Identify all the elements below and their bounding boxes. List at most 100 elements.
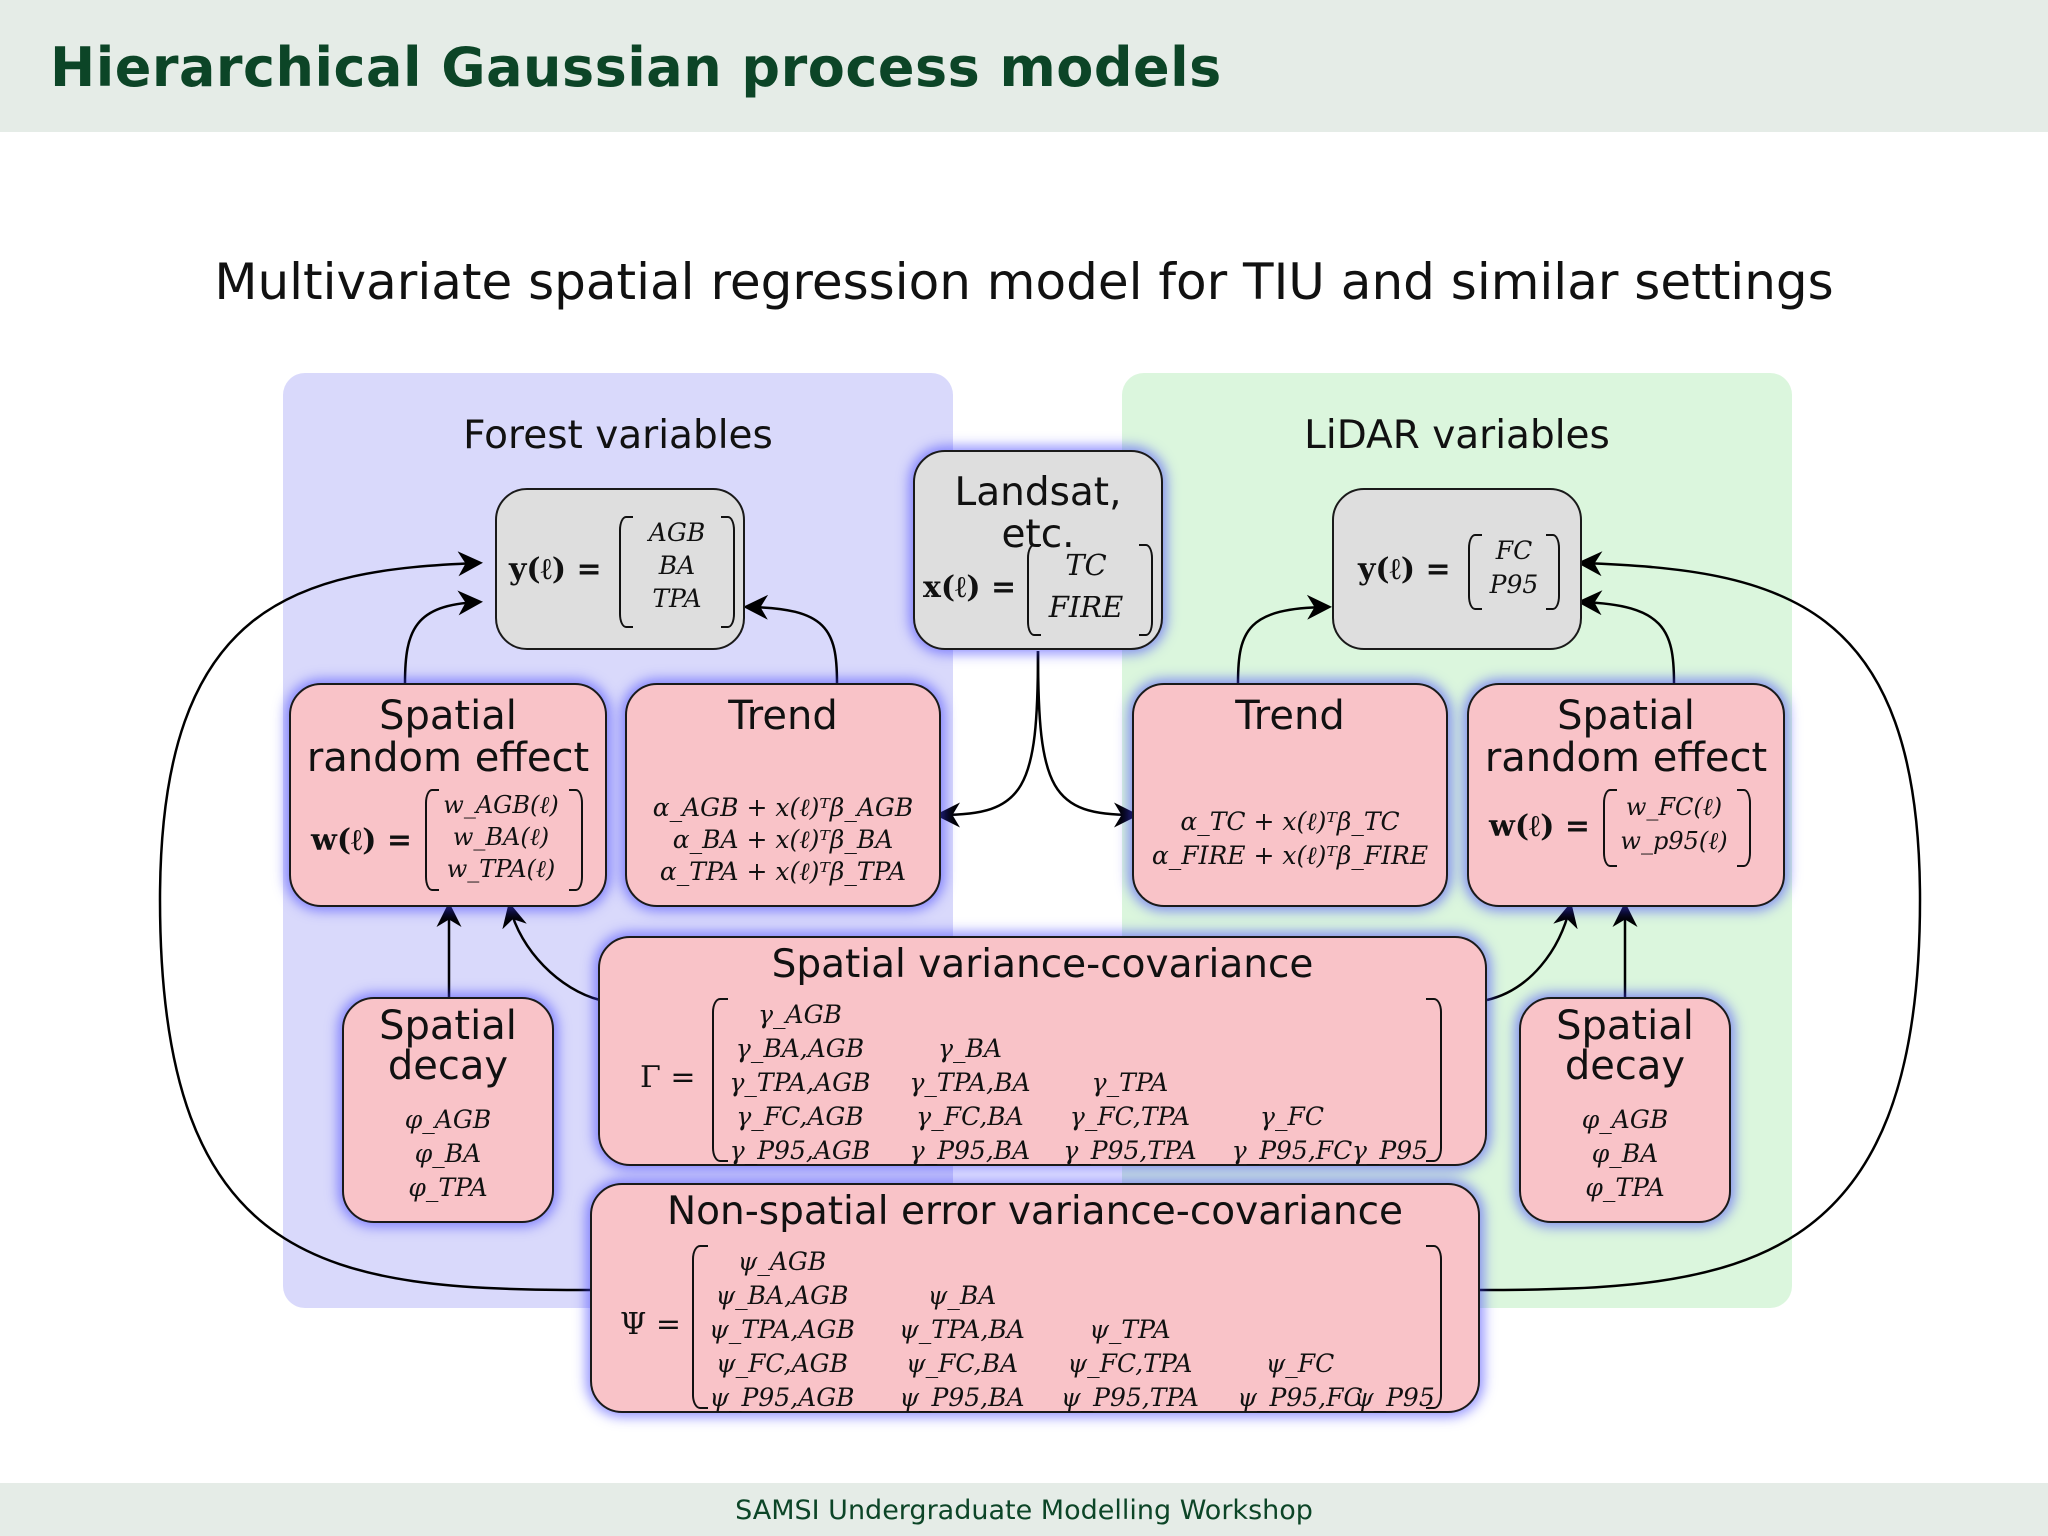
left-paren bbox=[425, 789, 439, 891]
left-paren bbox=[1027, 544, 1041, 636]
right-paren bbox=[1426, 1245, 1442, 1409]
lidar-sre-entry: w_FC(ℓ) bbox=[1625, 793, 1723, 821]
arrow-landsat-to-lidar-trend bbox=[1036, 650, 1139, 828]
forest-response-box: y(ℓ) = AGB BA TPA bbox=[495, 488, 745, 650]
psi-cell: ψ_BA,AGB bbox=[715, 1281, 849, 1310]
arrow-landsat-to-forest-trend bbox=[935, 650, 1040, 828]
psi-cell: ψ_FC,BA bbox=[905, 1349, 1019, 1378]
forest-decay-param: φ_TPA bbox=[408, 1173, 488, 1202]
lidar-response-box: y(ℓ) = FC P95 bbox=[1332, 488, 1582, 650]
forest-trend-line: α_AGB + x(ℓ)ᵀβ_AGB bbox=[652, 793, 914, 822]
lidar-decay-title-line2: decay bbox=[1564, 1043, 1686, 1089]
forest-spatial-decay-box: Spatial decay φ_AGB φ_BA φ_TPA bbox=[342, 997, 554, 1223]
gamma-cell: γ_P95 bbox=[1351, 1136, 1429, 1165]
forest-decay-param: φ_BA bbox=[414, 1139, 482, 1168]
left-paren bbox=[619, 516, 633, 628]
psi-cell: ψ_AGB bbox=[737, 1247, 827, 1276]
forest-decay-param: φ_AGB bbox=[404, 1105, 492, 1134]
arrow-psi-to-forest-y bbox=[158, 551, 591, 1292]
gamma-cell: γ_P95,FC bbox=[1231, 1136, 1353, 1165]
psi-cell: ψ_P95,BA bbox=[899, 1383, 1025, 1412]
nonspatial-covariance-box: Non-spatial error variance-covariance Ψ … bbox=[590, 1183, 1480, 1413]
forest-sre-entry: w_TPA(ℓ) bbox=[446, 855, 556, 883]
gamma-cell: γ_P95,AGB bbox=[729, 1136, 871, 1165]
landsat-entry: FIRE bbox=[1048, 590, 1124, 624]
psi-cell: ψ_FC,AGB bbox=[715, 1349, 849, 1378]
psi-cell: ψ_P95,FC bbox=[1237, 1383, 1363, 1412]
gamma-cell: γ_P95,BA bbox=[909, 1136, 1031, 1165]
lidar-trend-line: α_TC + x(ℓ)ᵀβ_TC bbox=[1180, 807, 1400, 836]
psi-cell: ψ_P95 bbox=[1354, 1383, 1435, 1412]
forest-trend-line: α_BA + x(ℓ)ᵀβ_BA bbox=[672, 825, 894, 854]
slide-header: Hierarchical Gaussian process models bbox=[0, 0, 2048, 132]
forest-sre-lhs: w(ℓ) = bbox=[311, 823, 413, 858]
arrow-psi-to-lidar-y bbox=[1479, 551, 1922, 1292]
arrow-forest-trend-to-y bbox=[743, 594, 839, 684]
left-paren bbox=[712, 998, 728, 1162]
landsat-lhs: x(ℓ) = bbox=[923, 570, 1017, 605]
forest-sre-title-line1: Spatial bbox=[379, 693, 517, 739]
lidar-sre-entry: w_p95(ℓ) bbox=[1620, 827, 1728, 855]
gamma-cell: γ_FC,BA bbox=[916, 1102, 1024, 1131]
spatial-covariance-box: Spatial variance-covariance Γ = γ_AGB γ_… bbox=[598, 936, 1487, 1166]
forest-trend-box: Trend α_AGB + x(ℓ)ᵀβ_AGB α_BA + x(ℓ)ᵀβ_B… bbox=[625, 683, 941, 907]
diagram-subtitle: Multivariate spatial regression model fo… bbox=[214, 253, 1834, 311]
psi-cell: ψ_FC,TPA bbox=[1067, 1349, 1193, 1378]
lidar-decay-param: φ_BA bbox=[1591, 1139, 1659, 1168]
psi-cell: ψ_TPA,BA bbox=[899, 1315, 1025, 1344]
landsat-box: Landsat, etc. x(ℓ) = TC FIRE bbox=[913, 450, 1163, 650]
footer-text: SAMSI Undergraduate Modelling Workshop bbox=[735, 1495, 1313, 1526]
forest-sre-entry: w_BA(ℓ) bbox=[452, 823, 550, 851]
forest-response-entry: TPA bbox=[652, 584, 702, 613]
forest-response-lhs: y(ℓ) = bbox=[509, 552, 602, 587]
gamma-cell: γ_FC,AGB bbox=[736, 1102, 864, 1131]
gamma-cell: γ_BA,AGB bbox=[735, 1034, 865, 1063]
gamma-cell: γ_FC,TPA bbox=[1069, 1102, 1191, 1131]
arrow-lidar-sre-to-y bbox=[1577, 590, 1676, 684]
lidar-decay-param: φ_TPA bbox=[1585, 1173, 1665, 1202]
right-paren bbox=[721, 516, 735, 628]
lidar-panel-title: LiDAR variables bbox=[1304, 413, 1610, 458]
gamma-cell: γ_AGB bbox=[758, 1000, 842, 1029]
forest-panel-title: Forest variables bbox=[463, 413, 773, 458]
slide-title: Hierarchical Gaussian process models bbox=[50, 36, 1222, 99]
lidar-spatial-random-effect-box: Spatial random effect w(ℓ) = w_FC(ℓ) w_p… bbox=[1467, 683, 1785, 907]
forest-decay-title-line1: Spatial bbox=[379, 1003, 517, 1049]
right-paren bbox=[1426, 998, 1442, 1162]
landsat-entry: TC bbox=[1065, 548, 1107, 582]
gamma-cell: γ_BA bbox=[938, 1034, 1002, 1063]
lidar-trend-line: α_FIRE + x(ℓ)ᵀβ_FIRE bbox=[1151, 841, 1429, 870]
psi-cell: ψ_TPA,AGB bbox=[709, 1315, 855, 1344]
psi-cell: ψ_P95,TPA bbox=[1061, 1383, 1199, 1412]
left-paren bbox=[1603, 789, 1617, 867]
right-paren bbox=[1546, 534, 1560, 610]
forest-spatial-random-effect-box: Spatial random effect w(ℓ) = w_AGB(ℓ) w_… bbox=[289, 683, 607, 907]
forest-response-entry: BA bbox=[658, 551, 696, 580]
nonspatial-cov-title: Non-spatial error variance-covariance bbox=[666, 1189, 1404, 1234]
psi-cell: ψ_P95,AGB bbox=[709, 1383, 855, 1412]
right-paren bbox=[1737, 789, 1751, 867]
lidar-spatial-decay-box: Spatial decay φ_AGB φ_BA φ_TPA bbox=[1519, 997, 1731, 1223]
lidar-sre-title-line1: Spatial bbox=[1557, 693, 1695, 739]
left-paren bbox=[692, 1245, 708, 1409]
gamma-cell: γ_TPA,BA bbox=[909, 1068, 1031, 1097]
psi-cell: ψ_FC bbox=[1265, 1349, 1335, 1378]
right-paren bbox=[569, 789, 583, 891]
lidar-sre-title-line2: random effect bbox=[1484, 735, 1768, 781]
lidar-sre-lhs: w(ℓ) = bbox=[1489, 809, 1591, 844]
gamma-cell: γ_TPA,AGB bbox=[729, 1068, 871, 1097]
gamma-cell: γ_P95,TPA bbox=[1063, 1136, 1197, 1165]
forest-sre-title-line2: random effect bbox=[306, 735, 590, 781]
arrow-gamma-to-forest-sre bbox=[502, 902, 601, 1002]
forest-trend-title: Trend bbox=[728, 693, 838, 739]
lidar-decay-title-line1: Spatial bbox=[1556, 1003, 1694, 1049]
spatial-cov-lhs: Γ = bbox=[640, 1060, 696, 1095]
arrow-gamma-to-lidar-sre bbox=[1486, 902, 1578, 1002]
forest-trend-line: α_TPA + x(ℓ)ᵀβ_TPA bbox=[659, 857, 907, 886]
gamma-cell: γ_FC bbox=[1260, 1102, 1324, 1131]
arrow-forest-sre-to-y bbox=[403, 590, 483, 684]
right-paren bbox=[1139, 544, 1153, 636]
lidar-trend-box: Trend α_TC + x(ℓ)ᵀβ_TC α_FIRE + x(ℓ)ᵀβ_F… bbox=[1132, 683, 1448, 907]
left-paren bbox=[1468, 534, 1482, 610]
psi-cell: ψ_BA bbox=[927, 1281, 997, 1310]
